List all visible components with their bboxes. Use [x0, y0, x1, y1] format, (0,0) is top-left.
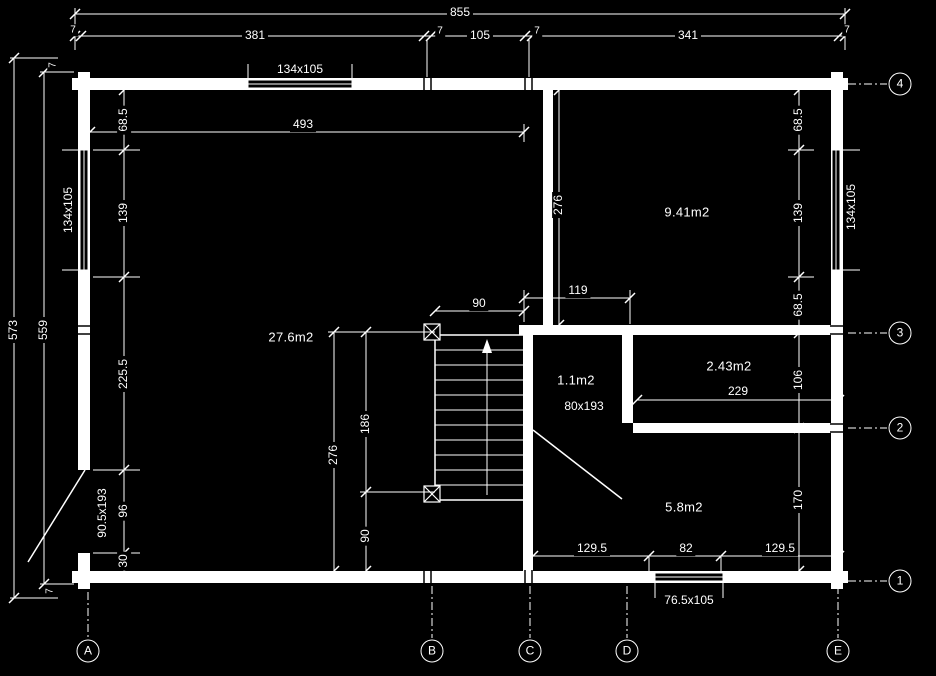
door-entrance-label: 90.5x193: [95, 485, 110, 541]
stair-direction-arrow: [482, 339, 492, 495]
room-label-wc: 2.43m2: [703, 359, 755, 375]
dim-129-right: 129.5: [761, 541, 799, 556]
dim-229: 229: [724, 384, 752, 399]
wall-post-marks: [77, 77, 844, 584]
dim-7-bottom-left: 7: [44, 586, 56, 596]
dimension-lines: [10, 8, 860, 599]
dim-7-top-left: 7: [47, 60, 59, 70]
window-top-label: 134x105: [273, 62, 327, 77]
dim-right-68-5-b: 68.5: [791, 290, 806, 320]
dim-119: 119: [565, 283, 591, 298]
dim-276-stair: 276: [326, 441, 341, 469]
dim-186: 186: [358, 410, 373, 438]
dim-left-225-5: 225.5: [116, 355, 131, 393]
window-top: [247, 79, 353, 89]
window-bottom: [654, 572, 724, 582]
grid-bubble-row-2: 2: [888, 416, 912, 440]
grid-bubble-col-B: B: [420, 639, 444, 663]
window-left-label: 134x105: [61, 183, 76, 237]
wall-closet-right: [622, 335, 633, 423]
room-label-hall: 5.8m2: [662, 500, 706, 516]
dim-top-seg-7-b2: 7: [532, 25, 542, 37]
door-closet-leaf: [532, 429, 623, 500]
dim-276-partition: 276: [551, 191, 566, 219]
staircase-outline: [434, 334, 526, 501]
dim-right-106: 106: [791, 366, 806, 394]
room-label-closet: 1.1m2: [554, 373, 598, 389]
door-entrance-leaf: [27, 469, 86, 563]
stair-post-bottom: [423, 485, 441, 503]
window-bottom-label: 76.5x105: [661, 593, 717, 608]
dim-493: 493: [289, 117, 317, 132]
dim-left-30: 30: [116, 551, 131, 571]
dim-top-seg-105: 105: [466, 28, 494, 43]
window-right: [831, 149, 841, 271]
dim-inner-height: 559: [36, 316, 51, 344]
grid-bubble-col-E: E: [826, 639, 850, 663]
dim-right-68-5-a: 68.5: [791, 105, 806, 135]
wall-partition-row2: [633, 423, 843, 433]
dim-82: 82: [676, 541, 696, 556]
door-closet-label: 80x193: [561, 399, 607, 414]
dim-top-seg-7-b1: 7: [435, 25, 445, 37]
wall-exterior-top: [72, 78, 848, 90]
dim-left-139: 139: [116, 199, 131, 227]
grid-lines: [87, 83, 887, 638]
dim-overall-height: 573: [6, 316, 21, 344]
dim-top-seg-7-left: 7: [68, 24, 78, 36]
arrow-up-icon: [482, 339, 492, 353]
window-right-label: 134x105: [844, 180, 859, 234]
windows: [79, 79, 841, 582]
wall-partition-row3: [519, 325, 843, 335]
dim-129-left: 129.5: [573, 541, 611, 556]
dim-top-seg-7-right: 7: [842, 24, 852, 36]
wall-partition-center: [543, 90, 553, 325]
grid-bubble-row-1: 1: [888, 569, 912, 593]
wall-exterior-bottom: [72, 571, 848, 583]
dim-left-96: 96: [116, 501, 131, 521]
walls: [72, 72, 848, 589]
dim-90-lower: 90: [358, 526, 373, 546]
grid-bubble-col-D: D: [615, 639, 639, 663]
dim-left-68-5: 68.5: [116, 105, 131, 135]
grid-bubble-col-C: C: [518, 639, 542, 663]
room-label-upper-right: 9.41m2: [661, 205, 713, 221]
dim-right-170: 170: [791, 486, 806, 514]
dim-overall-width: 855: [446, 5, 474, 20]
wall-column-c-lower: [523, 437, 533, 571]
dim-right-139: 139: [791, 199, 806, 227]
door-entrance-opening: [78, 470, 90, 553]
dim-90-stair-width: 90: [469, 296, 489, 311]
dimension-ticks: [8, 8, 851, 604]
staircase-steps: [435, 349, 525, 486]
dim-top-seg-341: 341: [674, 28, 702, 43]
grid-bubble-col-A: A: [76, 639, 100, 663]
room-label-main: 27.6m2: [265, 330, 317, 346]
grid-bubble-row-3: 3: [888, 321, 912, 345]
dim-top-seg-381: 381: [241, 28, 269, 43]
wall-stair-right: [523, 335, 533, 437]
window-left: [79, 149, 89, 271]
grid-bubble-row-4: 4: [888, 72, 912, 96]
